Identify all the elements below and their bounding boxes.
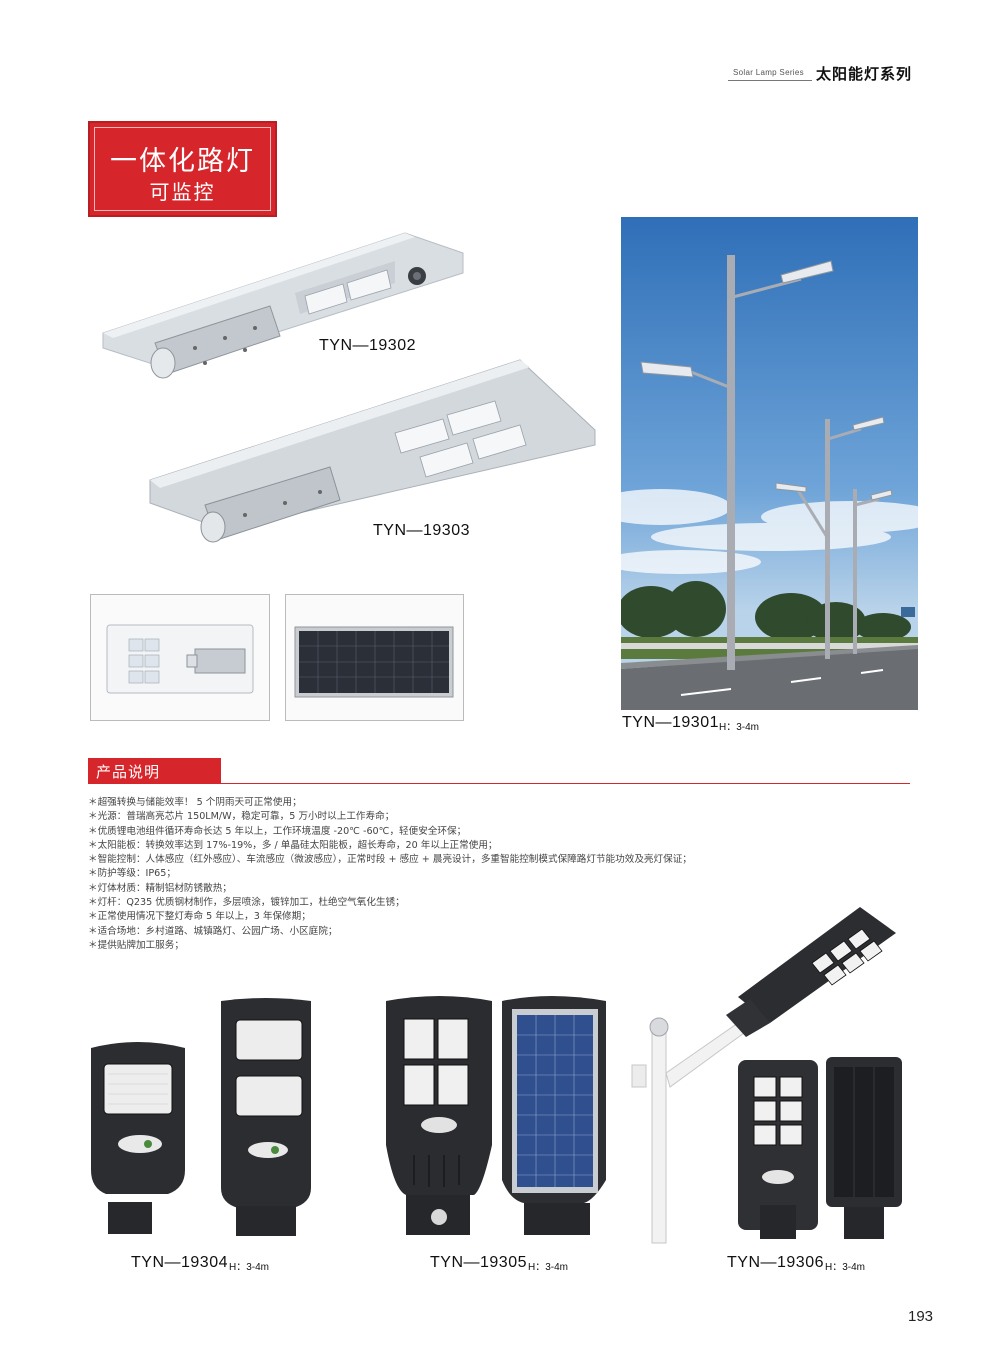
- page-title: 一体化路灯: [110, 146, 255, 177]
- model-19305: TYN—19305: [430, 1254, 527, 1271]
- description-item: ＊灯体材质：精制铝材防锈散热；: [88, 882, 232, 894]
- solar-panel-image: [294, 626, 454, 698]
- description-header-bar: [88, 758, 221, 783]
- lamp-19304-image: [91, 998, 311, 1236]
- lamp-19303-image: [149, 359, 596, 543]
- height-19305: H：3-4m: [528, 1262, 569, 1273]
- page-subtitle: 可监控: [149, 180, 216, 204]
- description-item: ＊提供贴牌加工服务；: [88, 939, 184, 951]
- series-chinese: 太阳能灯系列: [816, 65, 913, 83]
- model-19304: TYN—19304: [131, 1254, 228, 1271]
- description-item: ＊优质锂电池组件循环寿命长达 5 年以上，工作环境温度 -20℃ -60℃，轻便…: [88, 825, 467, 837]
- lamp-19305-image: [386, 996, 606, 1235]
- lamp-19306-image: [631, 907, 902, 1244]
- lamp-top-view-image: [106, 624, 254, 694]
- thumbnail-top-view: [90, 594, 270, 721]
- description-rule: [88, 783, 910, 784]
- model-19306: TYN—19306: [727, 1254, 824, 1271]
- page-number: 193: [908, 1308, 934, 1325]
- description-list: ＊超强转换与储能效率！ 5 个阴雨天可正常使用； ＊光源：普瑞高亮芯片 150L…: [88, 796, 918, 953]
- street-photo: [621, 217, 918, 710]
- model-19302: TYN—19302: [319, 337, 416, 354]
- description-item: ＊适合场地：乡村道路、城镇路灯、公园广场、小区庭院；: [88, 925, 338, 937]
- street-light-scene-image: [621, 217, 918, 710]
- title-block: 一体化路灯 可监控: [88, 121, 277, 217]
- description-item: ＊灯杆：Q235 优质钢材制作，多层喷涂，镀锌加工，杜绝空气氧化生锈；: [88, 897, 405, 909]
- lamp-19302-image: [102, 232, 464, 379]
- height-19301: H：3-4m: [719, 722, 760, 733]
- description-item: ＊超强转换与储能效率！ 5 个阴雨天可正常使用；: [88, 797, 302, 808]
- model-19303: TYN—19303: [373, 522, 470, 539]
- model-19301: TYN—19301: [622, 714, 719, 731]
- height-19304: H：3-4m: [229, 1262, 270, 1273]
- description-item: ＊光源：普瑞高亮芯片 150LM/W，稳定可靠，5 万小时以上工作寿命；: [88, 811, 395, 823]
- description-item: ＊防护等级：IP65；: [88, 868, 176, 880]
- description-item: ＊太阳能板：转换效率达到 17%-19%，多 / 单晶硅太阳能板，超长寿命，20…: [88, 839, 498, 851]
- description-item: ＊正常使用情况下整灯寿命 5 年以上，3 年保修期；: [88, 911, 311, 923]
- height-19306: H：3-4m: [825, 1262, 866, 1273]
- series-english: Solar Lamp Series: [733, 68, 804, 77]
- header-underline: [728, 80, 812, 81]
- thumbnail-solar-panel: [285, 594, 464, 721]
- description-item: ＊智能控制：人体感应（红外感应）、车流感应（微波感应），正常时段 + 感应 + …: [88, 854, 692, 866]
- title-inner-frame: [94, 127, 271, 211]
- description-title: 产品说明: [96, 763, 161, 781]
